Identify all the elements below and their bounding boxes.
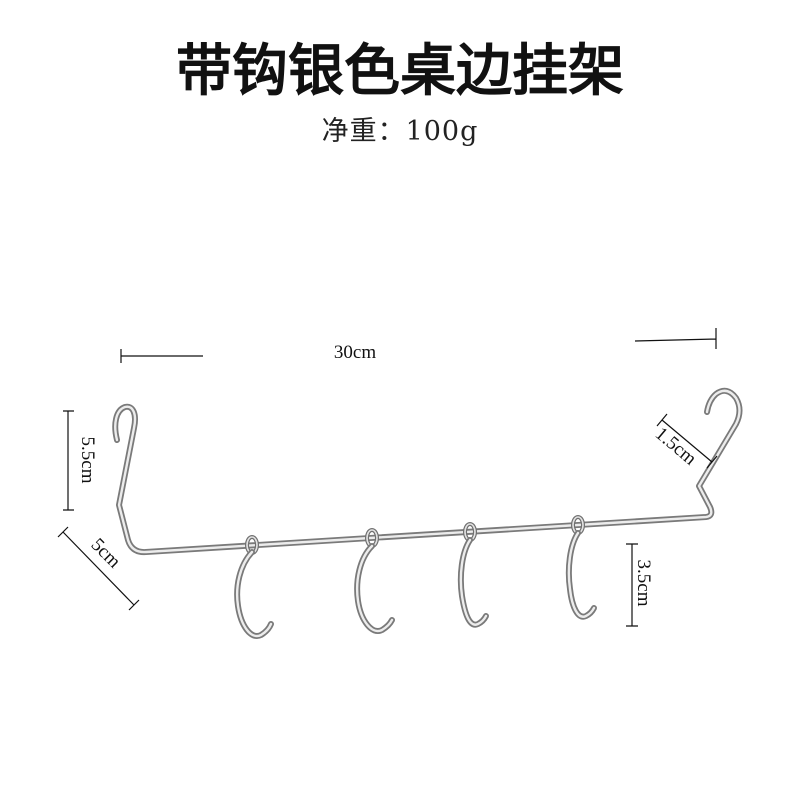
clamp-height-label: 5.5cm [77, 437, 98, 484]
clamp-depth-line [57, 526, 140, 611]
hook-length-dimension: 3.5cm [626, 543, 654, 627]
hook-top-dimension: 1.5cm [651, 413, 718, 470]
hook-length-label: 3.5cm [633, 560, 654, 607]
s-hook-2 [357, 528, 392, 631]
width-line-left [120, 349, 203, 363]
clamp-depth-label: 5cm [87, 534, 125, 572]
width-label: 30cm [334, 342, 376, 363]
hook-length-line [626, 543, 638, 627]
product-title: 带钩银色桌边挂架 [176, 39, 624, 104]
clamp-height-dimension: 5.5cm [63, 410, 98, 511]
s-hook-4 [569, 515, 594, 617]
rack-frame [115, 391, 739, 552]
net-weight-label: 净重：100g [322, 116, 479, 147]
width-line-right [634, 328, 717, 349]
hook-top-line [656, 413, 718, 469]
clamp-height-line [63, 410, 74, 511]
hook-top-label: 1.5cm [651, 423, 701, 469]
s-hook-1 [237, 535, 271, 636]
width-dimension: 30cm [120, 328, 717, 363]
s-hook-3 [461, 522, 486, 625]
